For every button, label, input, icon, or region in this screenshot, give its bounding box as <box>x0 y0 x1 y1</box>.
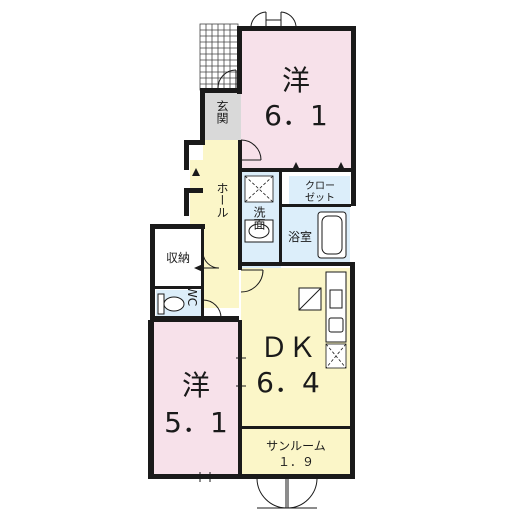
western-left-label: 洋 <box>182 369 210 402</box>
western-top-size: 6．1 <box>264 99 328 132</box>
room-closet <box>289 176 350 206</box>
closet-markers <box>192 162 345 272</box>
entrance-label: 玄関 <box>215 99 229 124</box>
room-western-left <box>152 322 238 474</box>
doors <box>202 69 264 319</box>
hall-label: ホール <box>215 182 229 218</box>
sunroom-size: １．９ <box>278 455 314 469</box>
dk-label: ＤＫ <box>260 331 316 364</box>
toilet-label: WC <box>185 286 199 306</box>
washer-space-icon <box>244 175 274 203</box>
kitchen-counter-icon <box>325 271 347 343</box>
bathtub-icon <box>317 211 347 259</box>
room-western-top <box>241 31 351 172</box>
dk-size: 6．4 <box>256 366 320 399</box>
room-hall <box>190 140 241 308</box>
top-window-doors <box>250 11 297 27</box>
closet-label-2: ゼット <box>305 192 335 204</box>
western-top-label: 洋 <box>282 64 310 97</box>
toilet-icon <box>157 293 185 315</box>
range-hood-icon <box>298 287 322 311</box>
room-entrance <box>203 93 241 140</box>
closet-label-1: クロー <box>305 180 335 192</box>
fridge-space-icon <box>325 343 347 369</box>
bathroom-label: 浴室 <box>288 229 312 244</box>
bottom-doors <box>256 478 318 509</box>
washroom-label: 洗面 <box>252 206 266 230</box>
room-sunroom <box>241 426 350 476</box>
walls <box>148 26 356 479</box>
sunroom-label: サンルーム <box>266 439 326 453</box>
storage-label: 収納 <box>166 251 190 265</box>
room-storage <box>156 228 203 286</box>
porch-tiles <box>199 23 239 91</box>
western-left-size: 5．1 <box>164 406 228 439</box>
washbasin-icon <box>244 219 274 243</box>
window-marks <box>199 357 246 482</box>
